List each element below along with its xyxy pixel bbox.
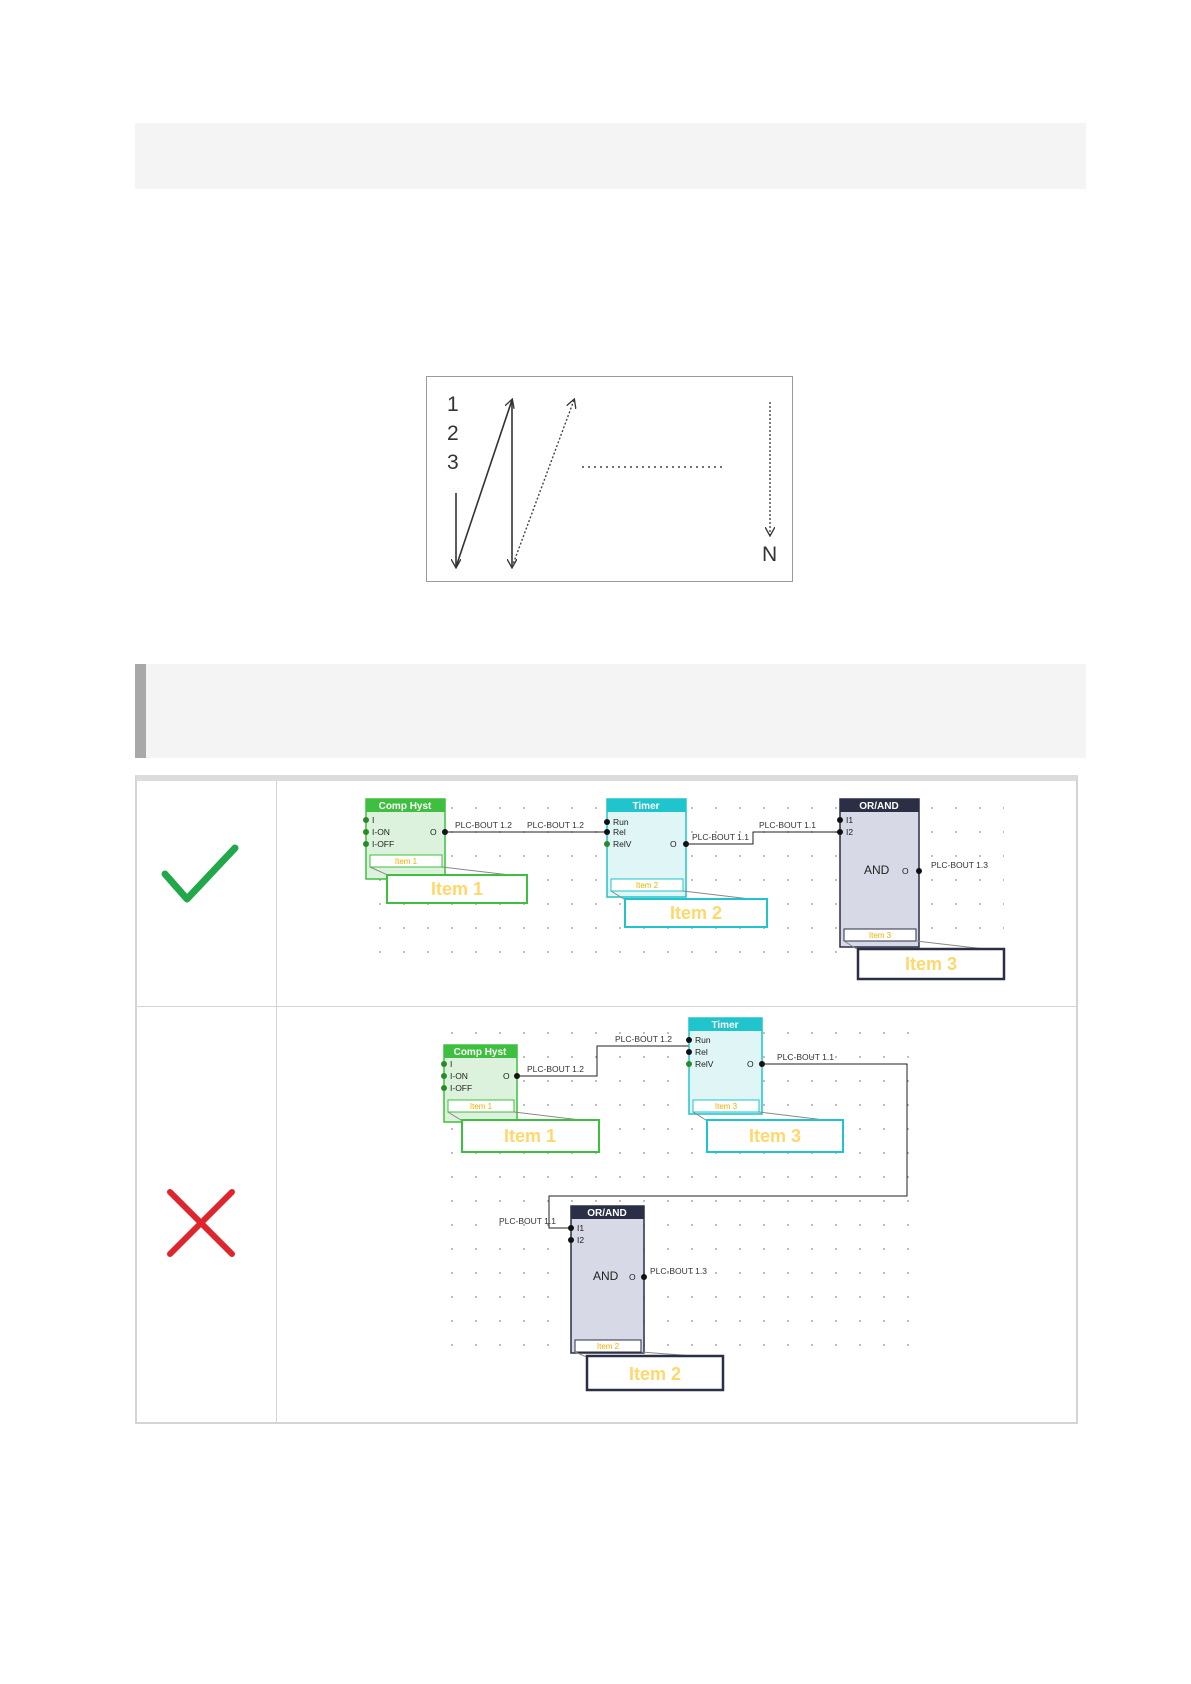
row-divider bbox=[137, 1006, 1076, 1007]
dashed-diagonal-arrow bbox=[511, 400, 574, 568]
pin-label: I2 bbox=[577, 1235, 584, 1245]
block-title: Comp Hyst bbox=[379, 801, 432, 812]
timer-block: Timer Run Rel RelV O Item 3 Item 3 bbox=[686, 1017, 844, 1153]
output-label: O bbox=[747, 1059, 754, 1069]
logic-mode-label: AND bbox=[593, 1269, 619, 1283]
incorrect-row: Comp Hyst I I-ON I-OFF O Item 1 Item 1 P… bbox=[167, 1011, 922, 1392]
output-label: O bbox=[503, 1071, 510, 1081]
net-label: PLC-BOUT 1.2 bbox=[455, 820, 512, 830]
diagonal-arrow bbox=[455, 400, 512, 568]
pin-label: Run bbox=[695, 1035, 711, 1045]
correct-row: Comp Hyst I I-ON I-OFF O Item 1 Item 1 P… bbox=[161, 796, 1006, 981]
item-label-big: Item 2 bbox=[629, 1364, 681, 1384]
pin-label: I1 bbox=[846, 815, 853, 825]
pin-label: I bbox=[450, 1059, 452, 1069]
pin-label: RelV bbox=[695, 1059, 714, 1069]
or-and-block: OR/AND I1 I2 AND O Item 2 Item 2 bbox=[568, 1205, 725, 1392]
net-label: PLC-BOUT 1.1 bbox=[692, 832, 749, 842]
order-number-3: 3 bbox=[447, 451, 459, 474]
pin-label: I-OFF bbox=[372, 839, 394, 849]
item-label-big: Item 3 bbox=[749, 1126, 801, 1146]
net-label: PLC-BOUT 1.3 bbox=[931, 860, 988, 870]
note-box bbox=[135, 664, 1086, 758]
block-title: Comp Hyst bbox=[454, 1047, 507, 1058]
pin-label: I2 bbox=[846, 827, 853, 837]
output-label: O bbox=[902, 866, 909, 876]
order-end-label: N bbox=[762, 543, 777, 566]
block-title: Timer bbox=[711, 1020, 738, 1031]
output-label: O bbox=[629, 1272, 636, 1282]
checkmark-icon bbox=[161, 844, 239, 903]
net-label: PLC-BOUT 1.2 bbox=[527, 820, 584, 830]
block-title: OR/AND bbox=[859, 801, 898, 812]
net-label: PLC-BOUT 1.2 bbox=[527, 1064, 584, 1074]
pin-label: I1 bbox=[577, 1223, 584, 1233]
item-label-small: Item 2 bbox=[597, 1342, 620, 1351]
cross-icon bbox=[167, 1189, 235, 1257]
dot-grid bbox=[442, 1011, 922, 1366]
item-label-small: Item 1 bbox=[395, 857, 418, 866]
net-label: PLC-BOUT 1.1 bbox=[499, 1216, 556, 1226]
block-title: OR/AND bbox=[587, 1208, 626, 1219]
item-label-big: Item 1 bbox=[431, 879, 483, 899]
timer-block: Timer Run Rel RelV O Item 2 Item 2 bbox=[604, 798, 768, 928]
comp-hyst-block: Comp Hyst I I-ON I-OFF O Item 1 Item 1 bbox=[363, 798, 528, 904]
pin-label: I-OFF bbox=[450, 1083, 472, 1093]
note-box bbox=[135, 123, 1086, 189]
connection-wire bbox=[548, 1063, 908, 1229]
column-divider bbox=[276, 781, 277, 1422]
item-label-big: Item 2 bbox=[670, 903, 722, 923]
comp-hyst-block: Comp Hyst I I-ON I-OFF O Item 1 Item 1 bbox=[441, 1044, 600, 1153]
net-label: PLC-BOUT 1.1 bbox=[759, 820, 816, 830]
item-label-small: Item 1 bbox=[470, 1102, 493, 1111]
item-label-small: Item 3 bbox=[869, 931, 892, 940]
item-label-big: Item 1 bbox=[504, 1126, 556, 1146]
pin-label: Rel bbox=[695, 1047, 708, 1057]
pin-label: RelV bbox=[613, 839, 632, 849]
pin-label: Rel bbox=[613, 827, 626, 837]
net-label: PLC-BOUT 1.3 bbox=[650, 1266, 707, 1276]
pin-label: I-ON bbox=[372, 827, 390, 837]
output-label: O bbox=[670, 839, 677, 849]
pin-label: I-ON bbox=[450, 1071, 468, 1081]
pin-label: I bbox=[372, 815, 374, 825]
order-number-2: 2 bbox=[447, 422, 459, 445]
output-label: O bbox=[430, 827, 437, 837]
connection-wire bbox=[517, 1045, 689, 1077]
note-accent-bar bbox=[135, 664, 146, 758]
net-label: PLC-BOUT 1.2 bbox=[615, 1034, 672, 1044]
logic-mode-label: AND bbox=[864, 863, 890, 877]
or-and-block: OR/AND I1 I2 AND O Item 3 Item 3 bbox=[837, 798, 1006, 981]
item-label-small: Item 2 bbox=[636, 881, 659, 890]
order-number-1: 1 bbox=[447, 393, 459, 416]
connection-wire bbox=[686, 831, 840, 845]
item-label-small: Item 3 bbox=[715, 1102, 738, 1111]
item-label-big: Item 3 bbox=[905, 954, 957, 974]
execution-order-figure: 1 2 3 N bbox=[426, 376, 793, 582]
pin-label: Run bbox=[613, 817, 629, 827]
net-label: PLC-BOUT 1.1 bbox=[777, 1052, 834, 1062]
order-arrows-graphic: 1 2 3 N bbox=[447, 393, 777, 583]
comparison-table: Comp Hyst I I-ON I-OFF O Item 1 Item 1 P… bbox=[135, 775, 1078, 1424]
block-title: Timer bbox=[632, 801, 659, 812]
